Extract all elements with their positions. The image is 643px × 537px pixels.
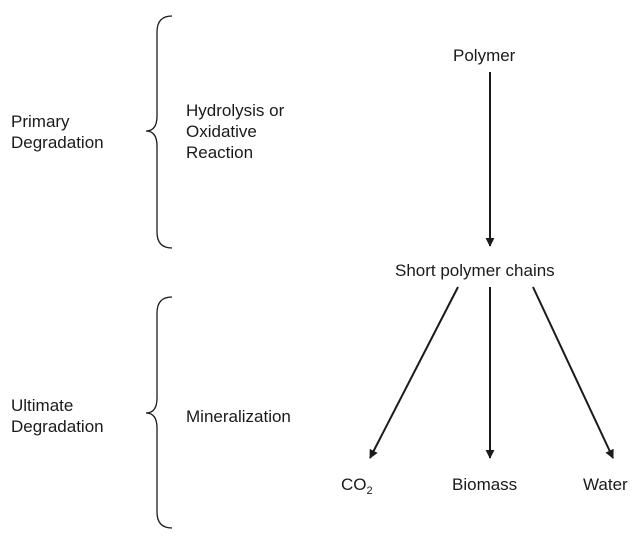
co2-subscript: 2	[366, 485, 373, 497]
primary-process-label: Hydrolysis or Oxidative Reaction	[186, 100, 284, 163]
co2-main-text: CO	[341, 475, 367, 494]
ultimate-label-line2: Degradation	[11, 417, 104, 436]
primary-label-line1: Primary	[11, 112, 70, 131]
water-node: Water	[583, 475, 628, 494]
ultimate-process-label: Mineralization	[186, 407, 291, 426]
primary-stage-bracket	[145, 15, 173, 249]
primary-label-line2: Degradation	[11, 133, 104, 152]
arrow-short-chains-to-water	[532, 286, 614, 459]
co2-node: CO2	[341, 474, 373, 497]
process-line2: Oxidative	[186, 122, 257, 141]
ultimate-stage-bracket	[145, 296, 173, 529]
primary-degradation-label: Primary Degradation	[11, 111, 104, 153]
process-line1: Hydrolysis or	[186, 101, 285, 120]
ultimate-degradation-label: Ultimate Degradation	[11, 395, 104, 437]
biomass-node: Biomass	[452, 475, 518, 494]
short-polymer-chains-node: Short polymer chains	[395, 261, 555, 280]
arrow-short-chains-to-co2	[369, 286, 459, 459]
ultimate-label-line1: Ultimate	[11, 396, 74, 415]
process-line3: Reaction	[186, 143, 254, 162]
polymer-node: Polymer	[453, 46, 516, 65]
